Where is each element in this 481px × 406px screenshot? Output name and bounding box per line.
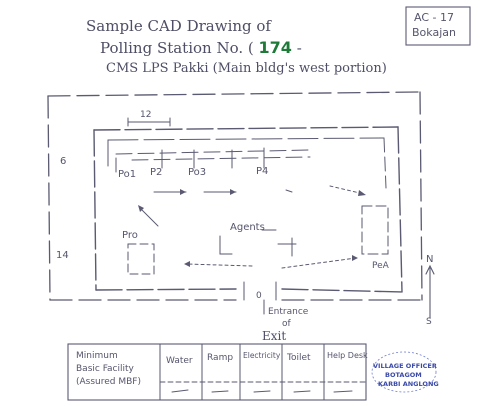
room-label-pea: PeA: [372, 261, 390, 271]
entrance-label: Entrance: [268, 307, 309, 317]
pea-table: [361, 205, 389, 255]
presiding-officer-area: Pro: [122, 230, 155, 275]
dimension-left-upper: 6: [60, 156, 66, 167]
stamp-line-3: KARBI ANGLONG: [378, 380, 439, 388]
table-header-water: Water: [166, 356, 193, 366]
title-line-3: CMS LPS Pakki (Main bldg's west portion): [106, 61, 387, 76]
compass-south: S: [426, 317, 432, 327]
corner-note-line-2: Bokajan: [412, 26, 456, 39]
entrance-mark: 0: [256, 291, 262, 301]
dimension-top-label: 12: [140, 110, 151, 120]
title-block: Sample CAD Drawing of Polling Station No…: [86, 17, 387, 76]
room-label-p4: P4: [256, 166, 268, 177]
room-label-agents: Agents: [230, 222, 265, 233]
room-label-pro: Pro: [122, 230, 138, 241]
table-header-mbf: Minimum Basic Facility (Assured MBF): [76, 351, 141, 387]
facilities-table: Minimum Basic Facility (Assured MBF) Wat…: [67, 343, 368, 401]
agents-area: Agents: [219, 222, 297, 257]
exit-label: Exit: [262, 329, 286, 343]
room-label-p2: P2: [150, 167, 162, 178]
title-line-2: Polling Station No. ( 174 -: [100, 38, 302, 57]
room-label-po1: Po1: [118, 169, 136, 180]
room-label-po3: Po3: [188, 167, 206, 178]
title-line-2-prefix: Polling Station No. (: [100, 39, 254, 57]
stamp-line-1: VILLAGE OFFICER: [373, 362, 437, 370]
building-outline: [93, 126, 403, 293]
table-header-help-desk: Help Desk: [327, 351, 368, 360]
pea-area: PeA: [361, 205, 390, 271]
polling-officer-tables: Po1 P2 Po3 P4: [115, 147, 311, 180]
polling-station-number: 174: [259, 38, 292, 57]
stamp-line-2: BOTAGOM: [385, 371, 422, 379]
corner-note: AC - 17 Bokajan: [405, 6, 471, 46]
title-line-2-suffix: -: [297, 39, 302, 57]
compass-north: N: [426, 254, 433, 265]
entrance-of-label: of: [282, 319, 292, 329]
corner-note-line-1: AC - 17: [414, 11, 454, 24]
official-stamp: VILLAGE OFFICER BOTAGOM KARBI ANGLONG: [371, 351, 439, 393]
entrance: 0 Entrance of Exit: [243, 281, 309, 343]
table-header-electricity: Electricity: [243, 351, 281, 360]
dimension-left-lower: 14: [56, 250, 69, 261]
pro-table: [127, 243, 155, 275]
title-line-1: Sample CAD Drawing of: [86, 17, 272, 35]
outer-boundary: [47, 91, 423, 301]
dimension-top: 12: [127, 110, 171, 127]
table-header-toilet: Toilet: [286, 353, 311, 363]
table-header-ramp: Ramp: [207, 353, 233, 363]
corner-note-box: [405, 6, 471, 46]
voter-flow-arrows: [138, 185, 366, 269]
compass: N S: [425, 254, 435, 327]
